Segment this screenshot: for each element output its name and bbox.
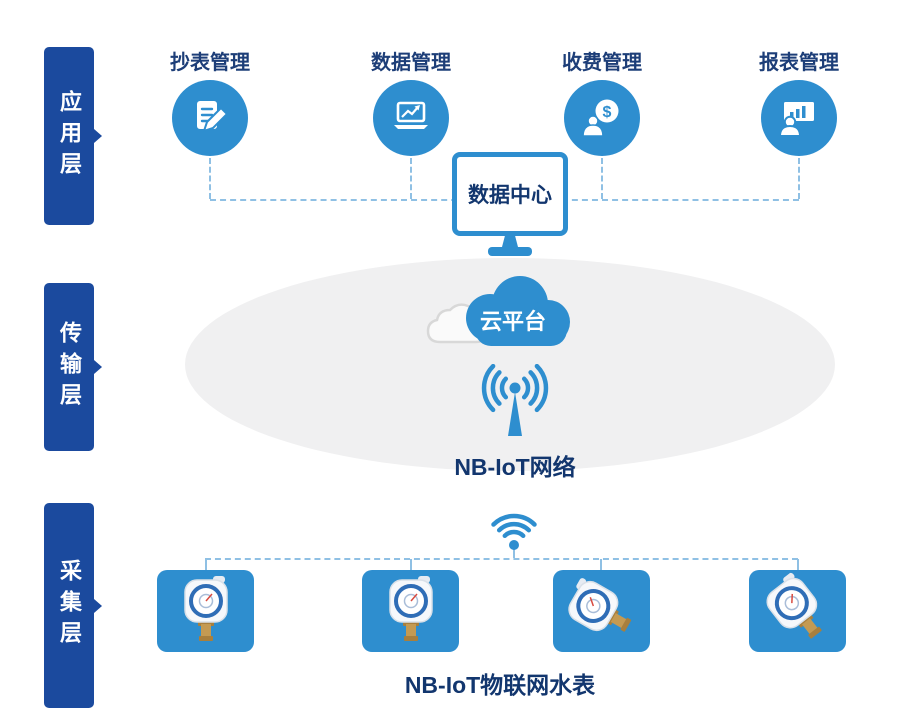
connector-line (410, 158, 412, 199)
water-meter-image (553, 570, 650, 652)
water-meter-icon (183, 576, 228, 641)
data-management-module (373, 80, 449, 156)
layer-label-transport: 传输层 (57, 320, 82, 414)
layer-arrow (94, 129, 102, 143)
monitor-stand (502, 236, 518, 247)
report-management-module (761, 80, 837, 156)
svg-text:$: $ (603, 104, 612, 121)
connector-line (600, 559, 602, 571)
layer-arrow (94, 360, 102, 374)
layer-tab-transport: 传输层 (44, 283, 102, 451)
layer-tab-application: 应用层 (44, 47, 102, 225)
water-meter-icon (765, 572, 822, 639)
layer-label-collection: 采集层 (57, 559, 82, 652)
fee-management-module: $ (564, 80, 640, 156)
data-center-monitor: 数据中心 (452, 152, 568, 236)
connector-line (205, 558, 798, 560)
layer-tab-collection: 采集层 (44, 503, 102, 708)
water-meter-icon (388, 576, 433, 641)
connector-line (513, 548, 515, 558)
connector-line (205, 559, 207, 571)
water-meter-image (157, 570, 254, 652)
water-meter-image (749, 570, 846, 652)
meter-reading-module (172, 80, 248, 156)
connector-line (209, 158, 211, 199)
app-label-data: 数据管理 (371, 52, 451, 74)
connector-line (410, 559, 412, 571)
blue-cloud-icon (466, 276, 570, 346)
monitor-base (488, 247, 532, 256)
app-label-meter-reading: 抄表管理 (170, 52, 250, 74)
wifi-icon (491, 513, 537, 550)
layer-label-application: 应用层 (57, 89, 82, 183)
cloud-platform-label: 云平台 (479, 309, 546, 334)
water-meter-icon (567, 578, 631, 632)
antenna-icon (481, 364, 549, 436)
connector-line (797, 559, 799, 571)
layer-arrow (94, 598, 102, 613)
water-meter-caption: NB-IoT物联网水表 (404, 672, 596, 698)
cloud-icon (426, 276, 570, 346)
app-label-report: 报表管理 (759, 52, 839, 74)
connector-line (798, 158, 800, 199)
app-label-fee: 收费管理 (562, 52, 642, 74)
water-meter-image (362, 570, 459, 652)
data-center-label: 数据中心 (468, 184, 552, 207)
laptop-chart-icon (394, 101, 428, 129)
nbiot-network-label: NB-IoT网络 (454, 454, 576, 480)
connector-line (601, 158, 603, 199)
money-person-icon: $ (582, 99, 619, 137)
presentation-chart-icon (778, 102, 814, 137)
document-pencil-icon (197, 101, 228, 132)
